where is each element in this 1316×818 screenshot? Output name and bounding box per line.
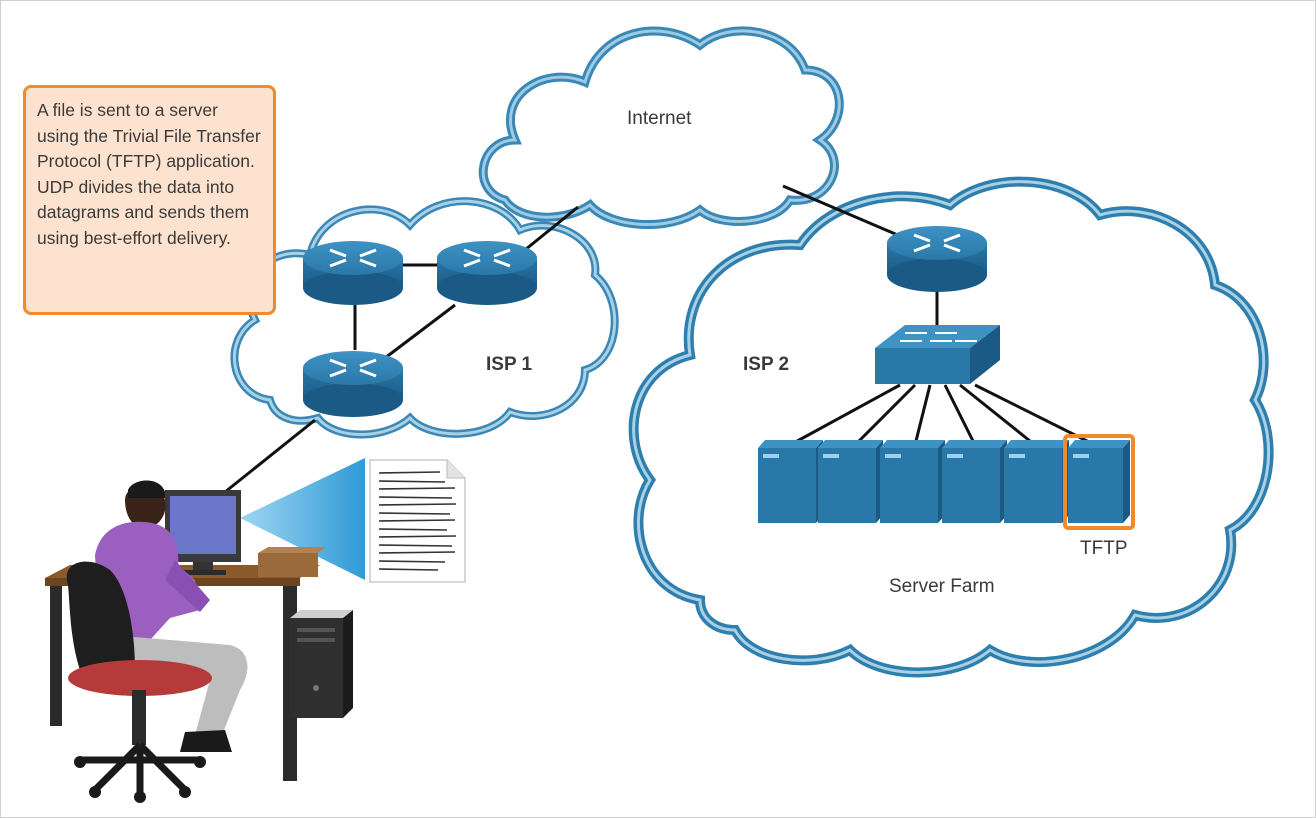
server-icon xyxy=(818,440,883,523)
router-icon xyxy=(303,241,403,305)
server-icon xyxy=(758,440,823,523)
isp2-label: ISP 2 xyxy=(743,354,790,375)
isp1-label: ISP 1 xyxy=(486,354,533,375)
workstation-user-icon xyxy=(45,480,353,803)
router-icon xyxy=(437,241,537,305)
server-farm-label: Server Farm xyxy=(889,576,995,597)
tftp-server-icon xyxy=(1063,434,1135,530)
internet-label: Internet xyxy=(627,108,692,129)
server-icon xyxy=(1004,440,1069,523)
isp1-cloud-icon xyxy=(230,197,619,439)
server-icon xyxy=(880,440,945,523)
server-row xyxy=(758,434,1135,530)
internet-cloud-icon xyxy=(478,26,844,229)
document-icon xyxy=(369,459,466,583)
tftp-label: TFTP xyxy=(1080,538,1128,559)
server-icon xyxy=(942,440,1007,523)
router-icon xyxy=(303,351,403,417)
transfer-beam xyxy=(240,458,365,580)
isp2-cloud-icon xyxy=(628,176,1274,678)
router-icon xyxy=(887,226,987,292)
explanation-callout: A file is sent to a server using the Tri… xyxy=(23,85,276,315)
switch-icon xyxy=(875,325,1000,384)
